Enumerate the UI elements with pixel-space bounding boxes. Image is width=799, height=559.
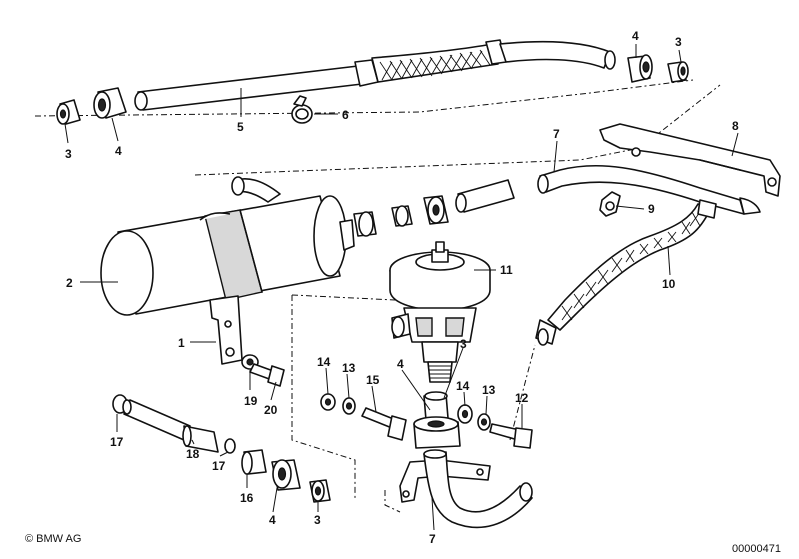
callout-3: 3 [460, 337, 467, 351]
callout-9: 9 [648, 202, 655, 216]
bolt-set-left [320, 393, 407, 441]
bracket [209, 295, 243, 365]
callout-7: 7 [553, 127, 560, 141]
callout-15: 15 [366, 373, 380, 387]
bolt-set-right [457, 404, 533, 449]
callout-5: 5 [237, 120, 244, 134]
callout-17: 17 [212, 459, 226, 473]
callout-20: 20 [264, 403, 278, 417]
regulator-fittings [413, 391, 461, 449]
diagram-number: 00000471 [732, 543, 781, 555]
callout-4: 4 [115, 144, 122, 158]
copyright-text: © BMW AG [25, 533, 81, 545]
fuel-accumulator [100, 176, 355, 316]
fitting-top-right [627, 54, 689, 83]
callout-18: 18 [186, 447, 200, 461]
clip [599, 191, 621, 217]
callout-1: 1 [178, 336, 185, 350]
callout-3: 3 [314, 513, 321, 527]
callout-13: 13 [342, 361, 356, 375]
callout-4: 4 [397, 357, 404, 371]
callout-14: 14 [317, 355, 331, 369]
callout-4: 4 [632, 29, 639, 43]
callout-3: 3 [675, 35, 682, 49]
leader-lines [64, 44, 739, 531]
pressure-regulator [389, 241, 491, 383]
lower-line [399, 449, 533, 529]
mounting-bracket [599, 123, 781, 197]
callout-12: 12 [515, 391, 529, 405]
lower-left-parts [112, 394, 331, 503]
assembly-dash-lines [34, 79, 721, 513]
callout-11: 11 [500, 263, 513, 277]
fuel-line-top [134, 39, 616, 111]
fitting-top-left [56, 87, 127, 125]
callout-10: 10 [662, 277, 676, 291]
callout-6: 6 [342, 108, 349, 122]
hose-clamp [291, 95, 313, 124]
callout-17: 17 [110, 435, 124, 449]
braided-hose [535, 199, 717, 346]
callout-labels: 3 4 5 6 4 3 7 8 9 10 11 2 1 19 20 14 13 … [65, 29, 739, 546]
washer-bolt-19-20 [241, 354, 285, 387]
callout-7: 7 [429, 532, 436, 546]
callout-19: 19 [244, 394, 258, 408]
callout-13: 13 [482, 383, 496, 397]
callout-16: 16 [240, 491, 254, 505]
accumulator-outlet-fittings [353, 179, 515, 237]
callout-2: 2 [66, 276, 73, 290]
callout-3: 3 [65, 147, 72, 161]
callout-8: 8 [732, 119, 739, 133]
callout-14: 14 [456, 379, 470, 393]
fuel-line-right [537, 164, 761, 215]
callout-4: 4 [269, 513, 276, 527]
